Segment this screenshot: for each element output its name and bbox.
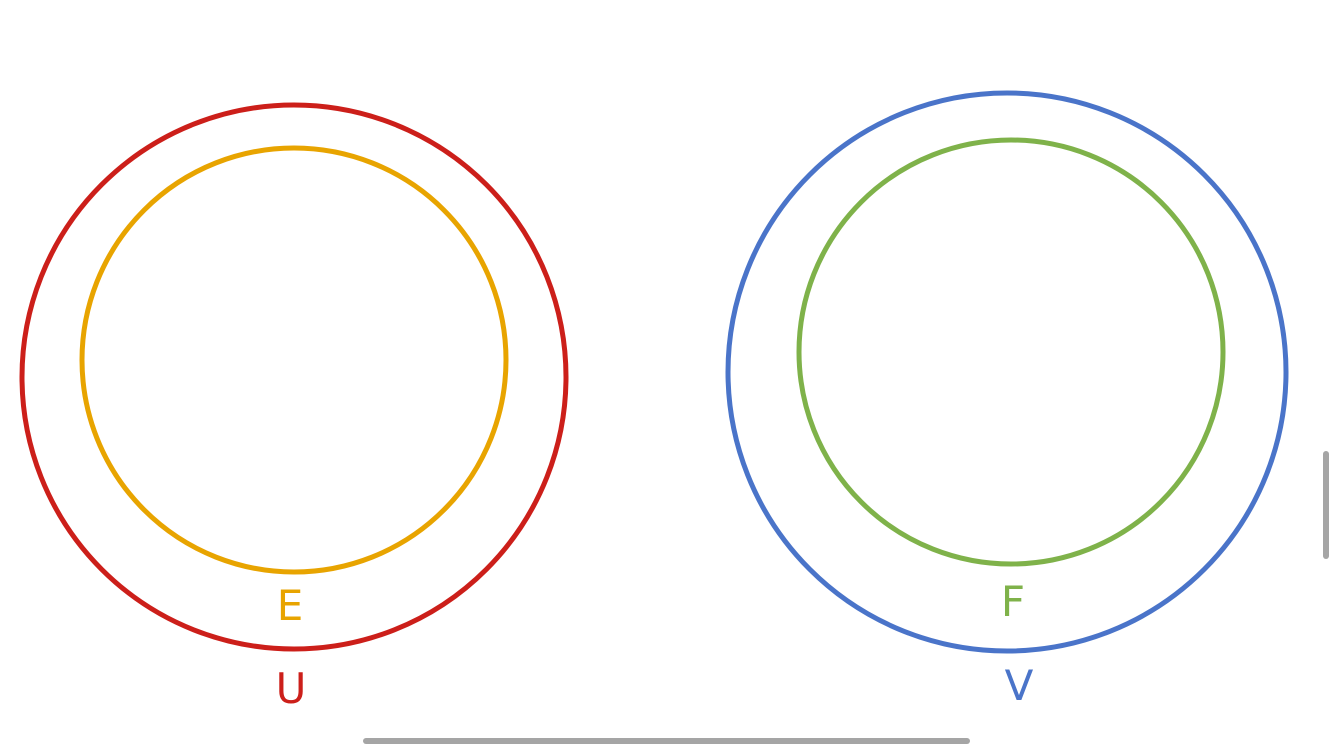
vertical-scrollbar[interactable] xyxy=(1323,451,1329,559)
set-u-label: U xyxy=(276,664,307,713)
set-e-circle xyxy=(79,145,509,575)
set-v-circle xyxy=(725,90,1289,654)
set-f-circle xyxy=(796,137,1226,567)
horizontal-scrollbar[interactable] xyxy=(363,738,970,744)
set-v-label: V xyxy=(1005,661,1034,710)
set-u-circle xyxy=(19,102,569,652)
set-e-label: E xyxy=(277,581,304,630)
set-f-label: F xyxy=(1001,577,1025,626)
